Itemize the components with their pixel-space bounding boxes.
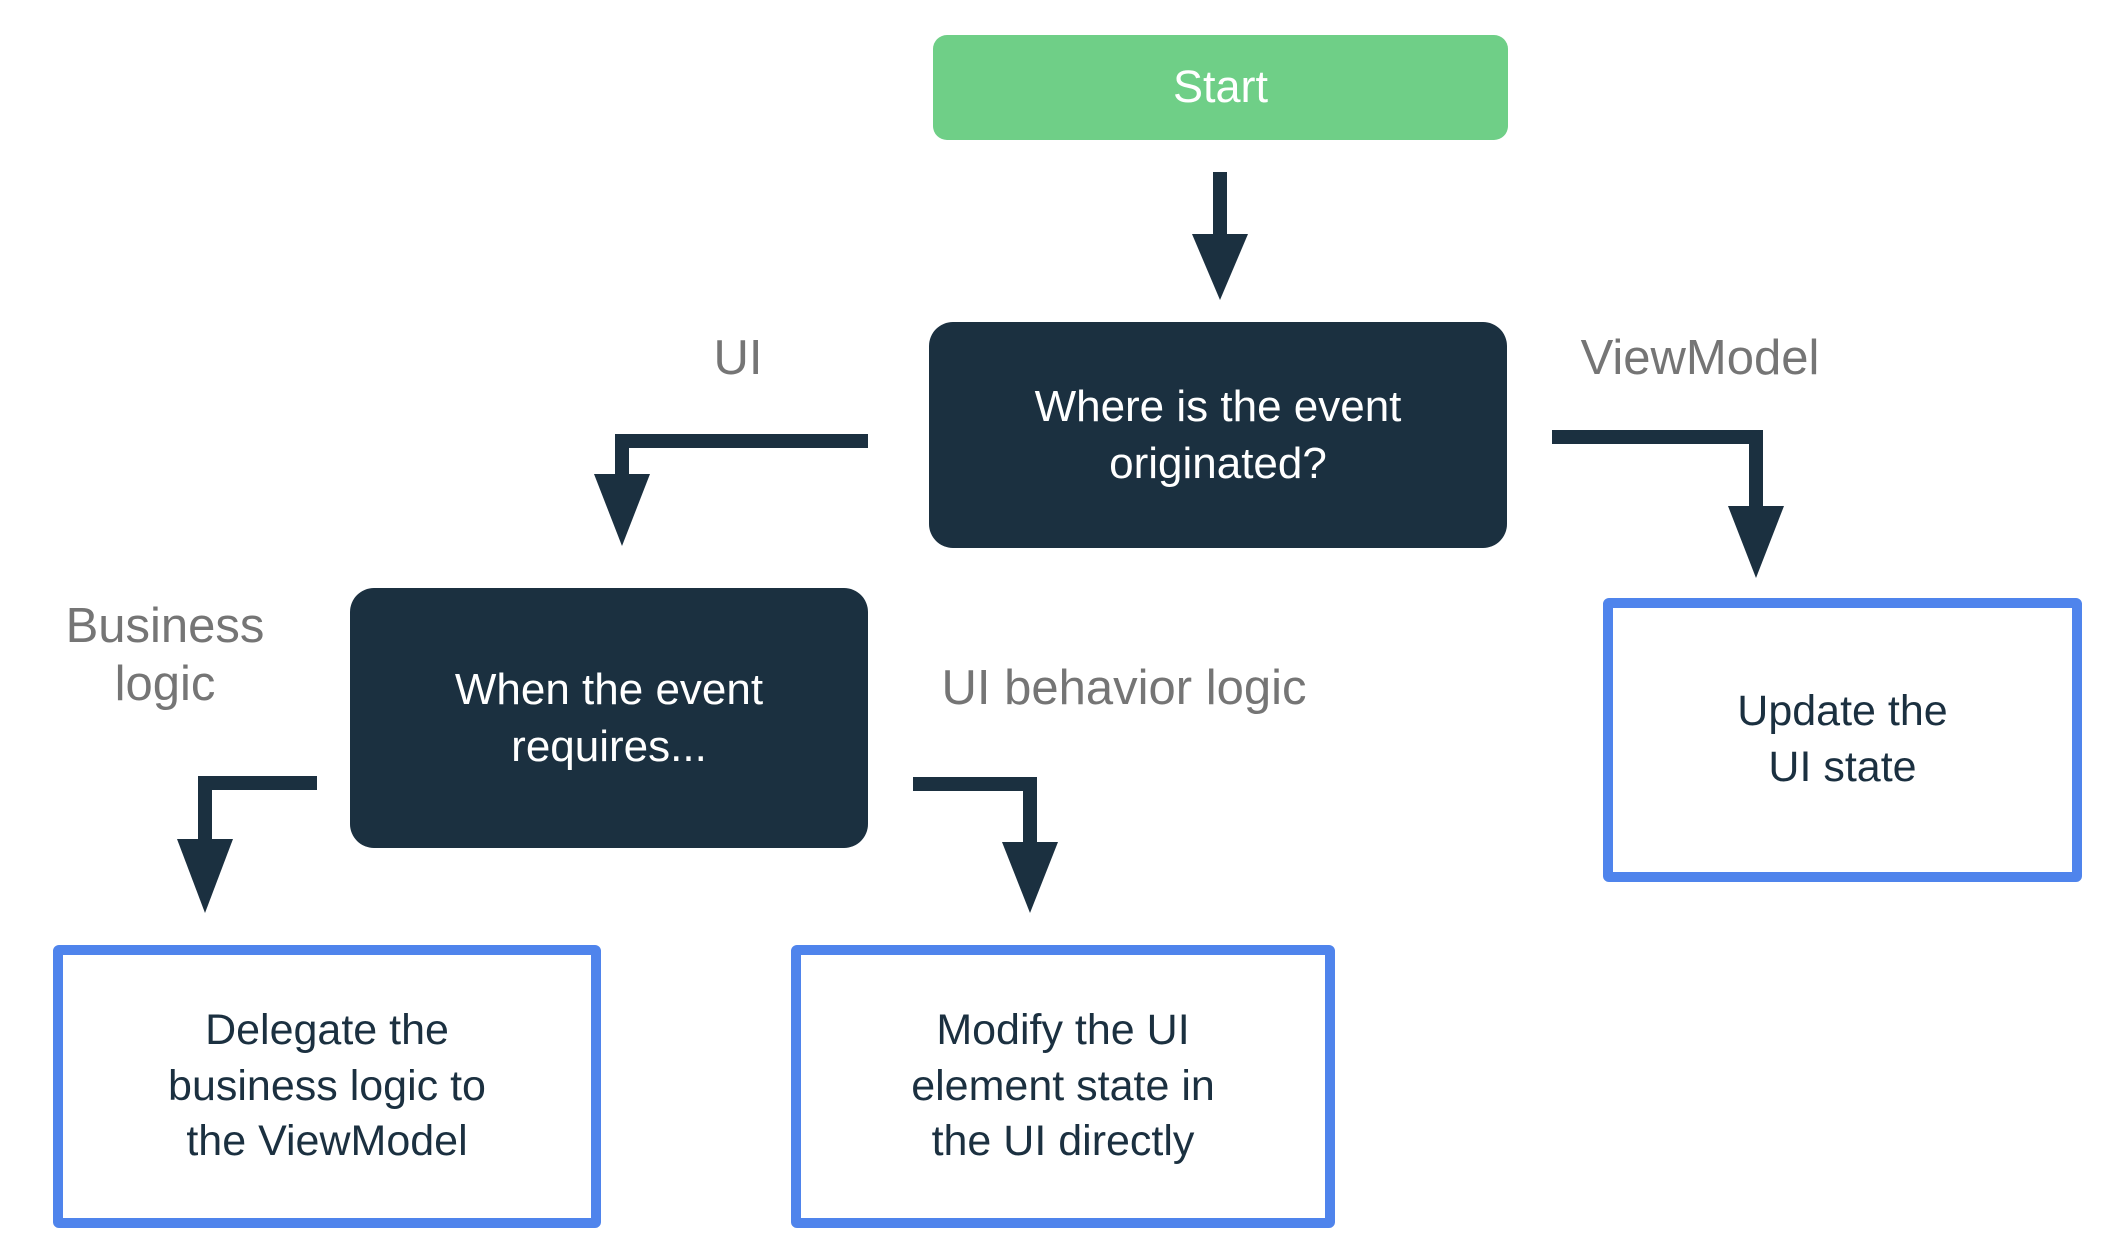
node-start-label: Start [1172,61,1269,113]
node-modify-line-1: Modify the UI [936,1005,1190,1054]
node-where-event-originated: Where is the event originated? [929,322,1507,548]
node-delegate-line-2: business logic to [168,1061,486,1110]
arrow-origin-to-requires [594,434,868,546]
edge-label-viewmodel: ViewModel [1580,331,1820,385]
arrow-start-to-origin [1192,172,1248,300]
edge-label-business-logic-line-1: Business [65,599,265,653]
node-update-ui-state: Update the UI state [1603,598,2082,882]
arrow-requires-to-delegate [177,776,317,913]
edge-label-business-logic: Business logic [15,598,315,714]
node-start: Start [933,35,1508,140]
edge-label-business-logic-line-2: logic [114,656,216,711]
node-when-line-2: requires... [511,722,707,771]
arrow-requires-to-modify [913,777,1058,913]
node-modify-line-3: the UI directly [931,1117,1195,1166]
edge-label-ui-behavior-logic: UI behavior logic [941,661,1307,715]
node-where-line-1: Where is the event [1034,381,1402,431]
node-delegate-line-1: Delegate the [205,1005,449,1054]
edge-label-ui: UI [713,331,763,385]
node-where-line-2: originated? [1109,439,1327,488]
arrow-origin-to-update [1552,430,1784,578]
node-delegate-business-logic: Delegate the business logic to the ViewM… [53,945,601,1228]
node-when-event-requires: When the event requires... [350,588,868,848]
node-when-line-1: When the event [454,664,764,714]
node-modify-ui-element: Modify the UI element state in the UI di… [791,945,1335,1228]
node-update-line-2: UI state [1768,743,1917,791]
node-update-line-1: Update the [1737,687,1948,736]
node-delegate-line-3: the ViewModel [186,1117,468,1166]
node-modify-line-2: element state in [911,1061,1215,1110]
